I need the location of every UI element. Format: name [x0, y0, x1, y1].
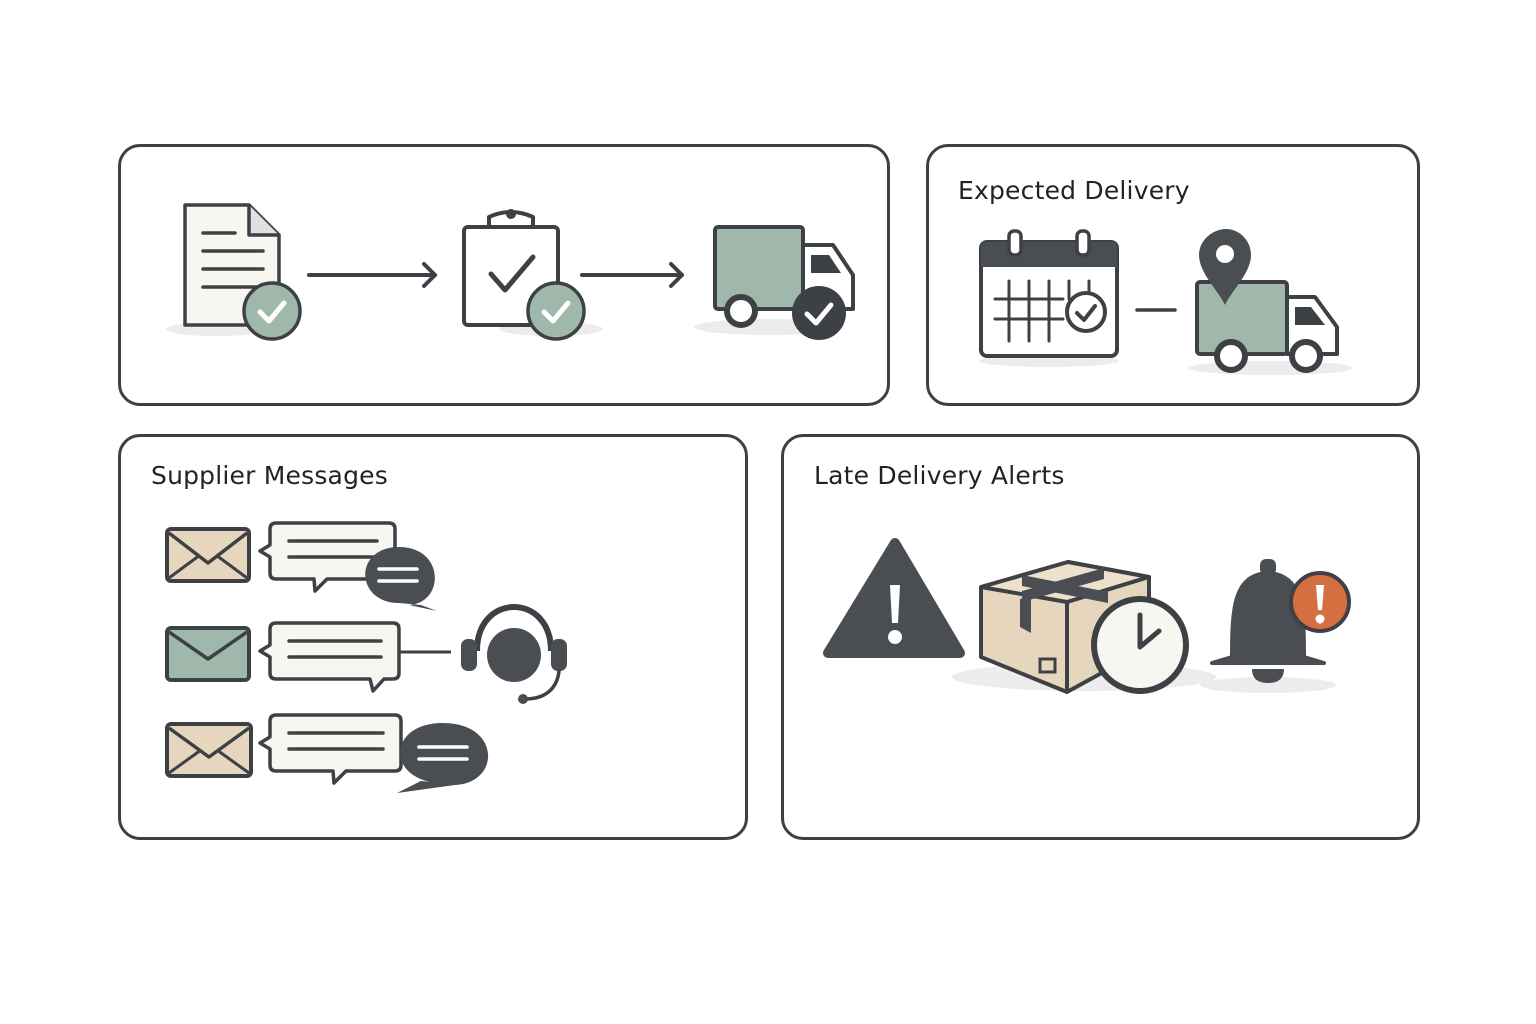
package-clock-icon	[952, 560, 1216, 694]
expected-delivery-card: Expected Delivery	[926, 144, 1420, 406]
warning-triangle-icon	[823, 538, 965, 658]
truck-location-pin-icon	[1189, 229, 1353, 375]
bell-alert-icon	[1200, 559, 1351, 693]
envelope-icon	[165, 626, 251, 682]
arrow-right-icon	[580, 262, 684, 288]
expected-delivery-illustration	[979, 229, 1353, 375]
order-flow-illustration	[166, 203, 855, 341]
calendar-check-icon	[979, 229, 1119, 367]
arrow-right-icon	[307, 262, 437, 288]
supplier-messages-title: Supplier Messages	[151, 461, 388, 490]
dark-chat-bubble-icon	[365, 547, 437, 611]
envelope-icon	[165, 722, 253, 778]
order-status-card	[118, 144, 890, 406]
chat-bubble-icon	[258, 713, 403, 785]
envelope-icon	[165, 527, 251, 583]
late-delivery-alerts-card: Late Delivery Alerts	[781, 434, 1420, 840]
message-row	[165, 713, 489, 793]
message-row	[165, 521, 437, 611]
clipboard-check-icon	[462, 209, 603, 341]
document-check-icon	[166, 203, 302, 341]
late-delivery-alerts-title: Late Delivery Alerts	[814, 461, 1065, 490]
chat-bubble-icon	[258, 521, 397, 593]
late-delivery-alerts-illustration	[823, 538, 1351, 694]
truck-check-icon	[694, 225, 855, 340]
message-row	[165, 603, 567, 704]
headset-icon	[461, 603, 567, 704]
expected-delivery-title: Expected Delivery	[958, 176, 1190, 205]
supplier-messages-card: Supplier Messages	[118, 434, 748, 840]
supplier-messages-illustration	[165, 521, 567, 793]
dark-chat-bubble-icon	[397, 723, 489, 793]
chat-bubble-icon	[258, 621, 401, 693]
